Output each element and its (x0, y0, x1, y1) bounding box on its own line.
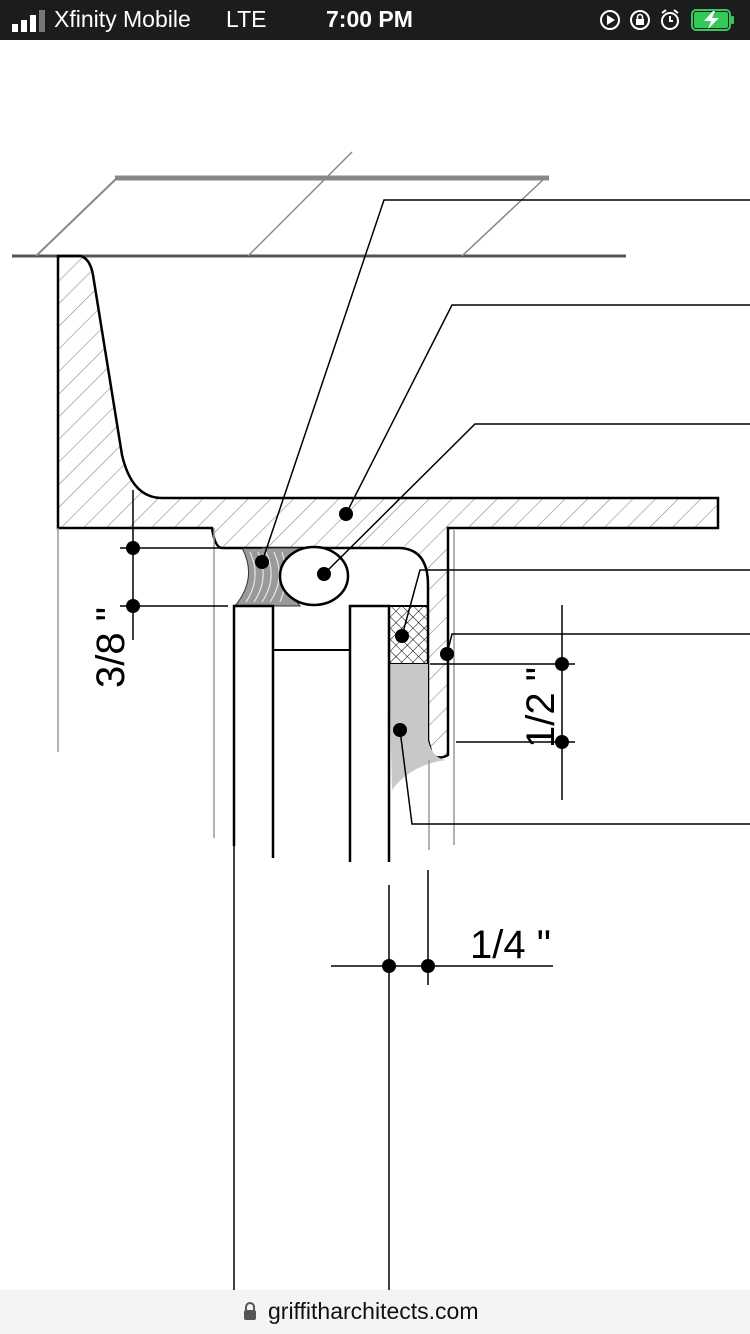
dimension-left: 3/8 " (89, 490, 262, 688)
orientation-lock-icon (630, 10, 650, 30)
sash-section-drawing: 3/8 " 1/2 " 1/4 " (12, 151, 750, 1290)
frame-verticals (232, 604, 391, 862)
sill-top (12, 151, 626, 258)
carrier-name: Xfinity Mobile (54, 6, 191, 32)
alarm-icon (661, 9, 679, 30)
battery-charging-icon (691, 9, 734, 31)
network-type: LTE (226, 6, 267, 32)
dimension-label-bottom: 1/4 " (470, 923, 551, 967)
screen-record-icon (600, 10, 620, 30)
status-icons (600, 9, 734, 31)
leader-lines (261, 199, 750, 825)
leader-dots (255, 507, 454, 737)
wall-lines (57, 528, 455, 850)
url-bar[interactable]: griffitharchitects.com (0, 1290, 750, 1334)
seal (278, 545, 350, 607)
lock-icon (244, 1302, 256, 1320)
long-verticals (233, 846, 429, 1290)
dimension-bottom: 1/4 " (331, 923, 553, 973)
clock: 7:00 PM (326, 6, 413, 32)
dimension-label-right: 1/2 " (519, 667, 563, 748)
url-text[interactable]: griffitharchitects.com (268, 1298, 479, 1324)
dimension-label-left: 3/8 " (89, 607, 133, 688)
signal-icon (12, 10, 45, 32)
dimension-right: 1/2 " (430, 605, 575, 800)
status-bar: Xfinity Mobile LTE 7:00 PM (0, 0, 750, 40)
